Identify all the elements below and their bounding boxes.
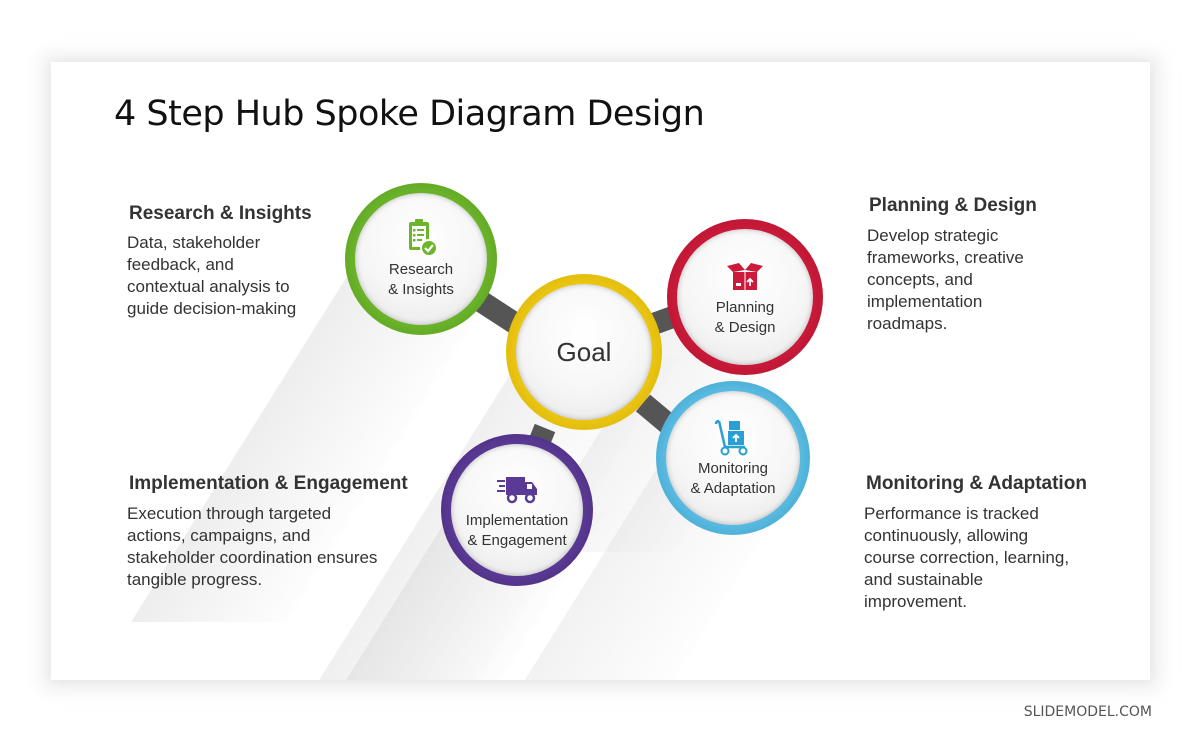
open-box-icon [727,263,763,290]
planning-circle[interactable]: Planning & Design [667,219,823,375]
slidemodel-credit: SLIDEMODEL.COM [1023,704,1152,720]
research-heading: Research & Insights [129,203,312,224]
planning-circle-label: Planning & Design [714,299,776,336]
implementation-circle[interactable]: Implementation & Engagement [441,434,593,586]
goal-label: Goal [556,336,612,367]
research-circle[interactable]: Research & Insights [345,183,497,335]
planning-description: Develop strategic frameworks, creative c… [867,226,1024,333]
slide: 4 Step Hub Spoke Diagram Design Research… [51,62,1150,680]
monitoring-description: Performance is tracked continuously, all… [864,504,1070,611]
delivery-truck-icon [497,477,537,504]
monitoring-circle-label: Monitoring & Adaptation [690,460,776,497]
implementation-description: Execution through targeted actions, camp… [127,504,378,589]
implementation-circle-label: Implementation & Engagement [465,512,569,549]
research-description: Data, stakeholder feedback, and contextu… [127,233,297,318]
research-circle-label: Research & Insights [388,261,454,298]
clipboard-check-icon [409,219,438,257]
planning-heading: Planning & Design [869,195,1037,216]
slide-title: 4 Step Hub Spoke Diagram Design [114,94,705,134]
goal-hub-circle[interactable]: Goal [506,274,662,430]
hand-truck-icon [714,419,748,456]
monitoring-circle[interactable]: Monitoring & Adaptation [656,381,810,535]
monitoring-heading: Monitoring & Adaptation [866,473,1087,494]
implementation-heading: Implementation & Engagement [129,473,408,494]
